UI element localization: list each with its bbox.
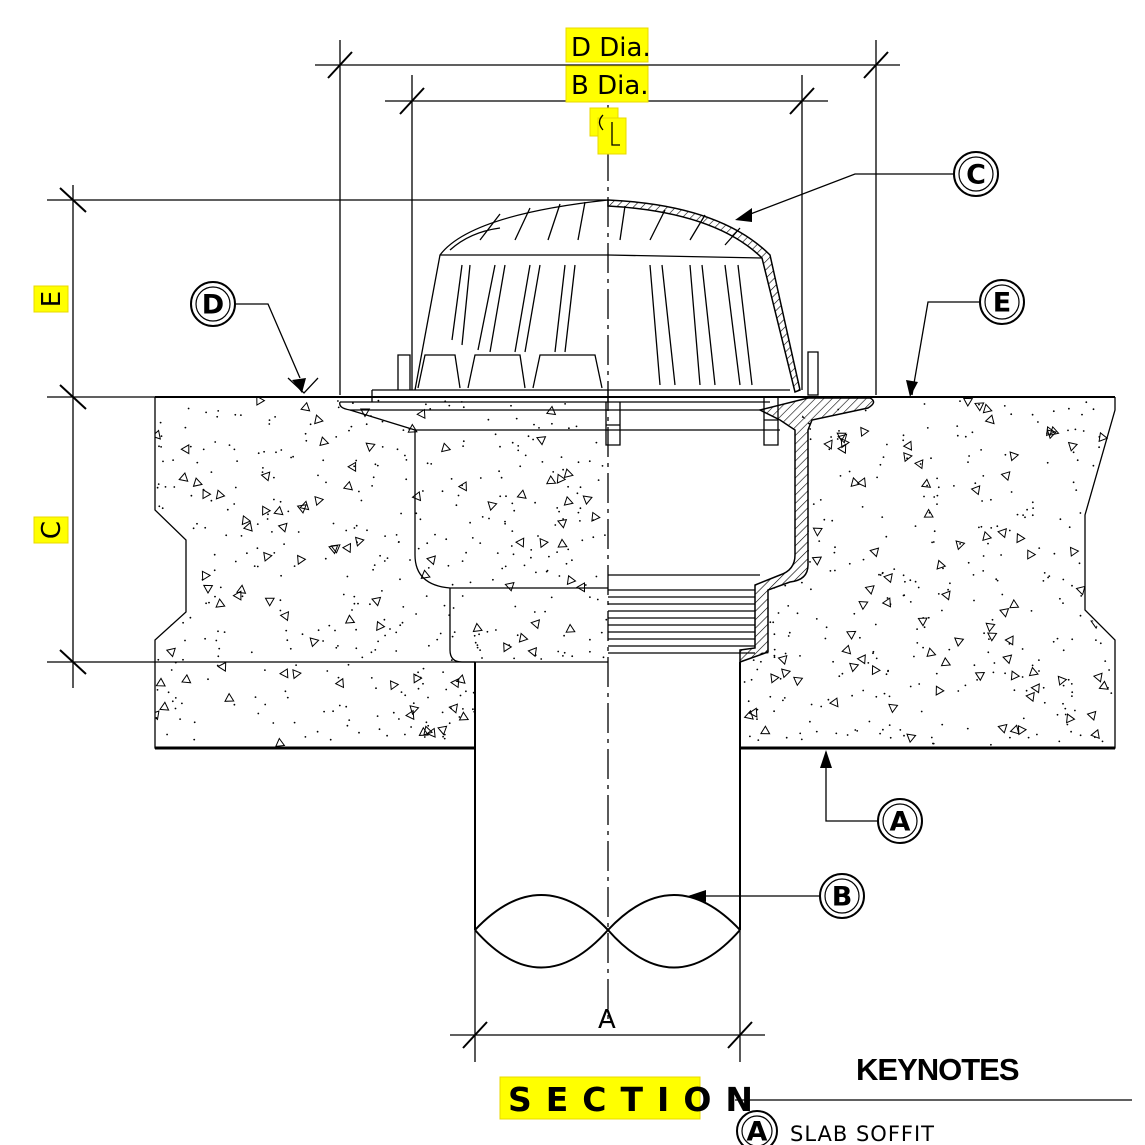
callout-a: A xyxy=(877,798,923,844)
svg-text:A: A xyxy=(890,807,911,838)
svg-text:C: C xyxy=(966,160,986,191)
keynote-item-a-text: SLAB SOFFIT xyxy=(790,1122,935,1145)
callouts: D C E A B xyxy=(190,151,1025,919)
drain-body-left xyxy=(339,199,621,663)
drain-body-right xyxy=(607,199,875,664)
callout-e: E xyxy=(979,279,1025,325)
c-dim-label: C xyxy=(37,521,67,539)
e-dim-label: E xyxy=(37,291,67,307)
pipe xyxy=(474,662,741,969)
section-title: SECTION xyxy=(499,1076,767,1120)
section-title-text: SECTION xyxy=(508,1080,767,1119)
keynotes-heading: KEYNOTES xyxy=(856,1052,1019,1087)
keynote-item-a: A SLAB SOFFIT xyxy=(736,1110,935,1145)
dimension-labels: D Dia. B Dia. CL E C A xyxy=(33,27,651,1035)
callout-d: D xyxy=(190,281,236,327)
svg-text:B: B xyxy=(832,882,853,913)
d-dia-label: D Dia. xyxy=(571,33,651,63)
svg-text:E: E xyxy=(993,288,1011,319)
b-dia-label: B Dia. xyxy=(571,71,649,101)
outlet-threads xyxy=(608,589,755,654)
svg-text:D: D xyxy=(202,290,224,321)
centerline-symbol: CL xyxy=(589,107,627,155)
svg-text:A: A xyxy=(747,1117,768,1145)
callout-c: C xyxy=(953,151,999,197)
callout-b: B xyxy=(819,873,865,919)
dimension-lines xyxy=(47,40,900,1062)
a-dim-label: A xyxy=(598,1005,616,1035)
keynotes: KEYNOTES A SLAB SOFFIT xyxy=(735,1052,1132,1145)
concrete-slab xyxy=(154,396,1116,750)
